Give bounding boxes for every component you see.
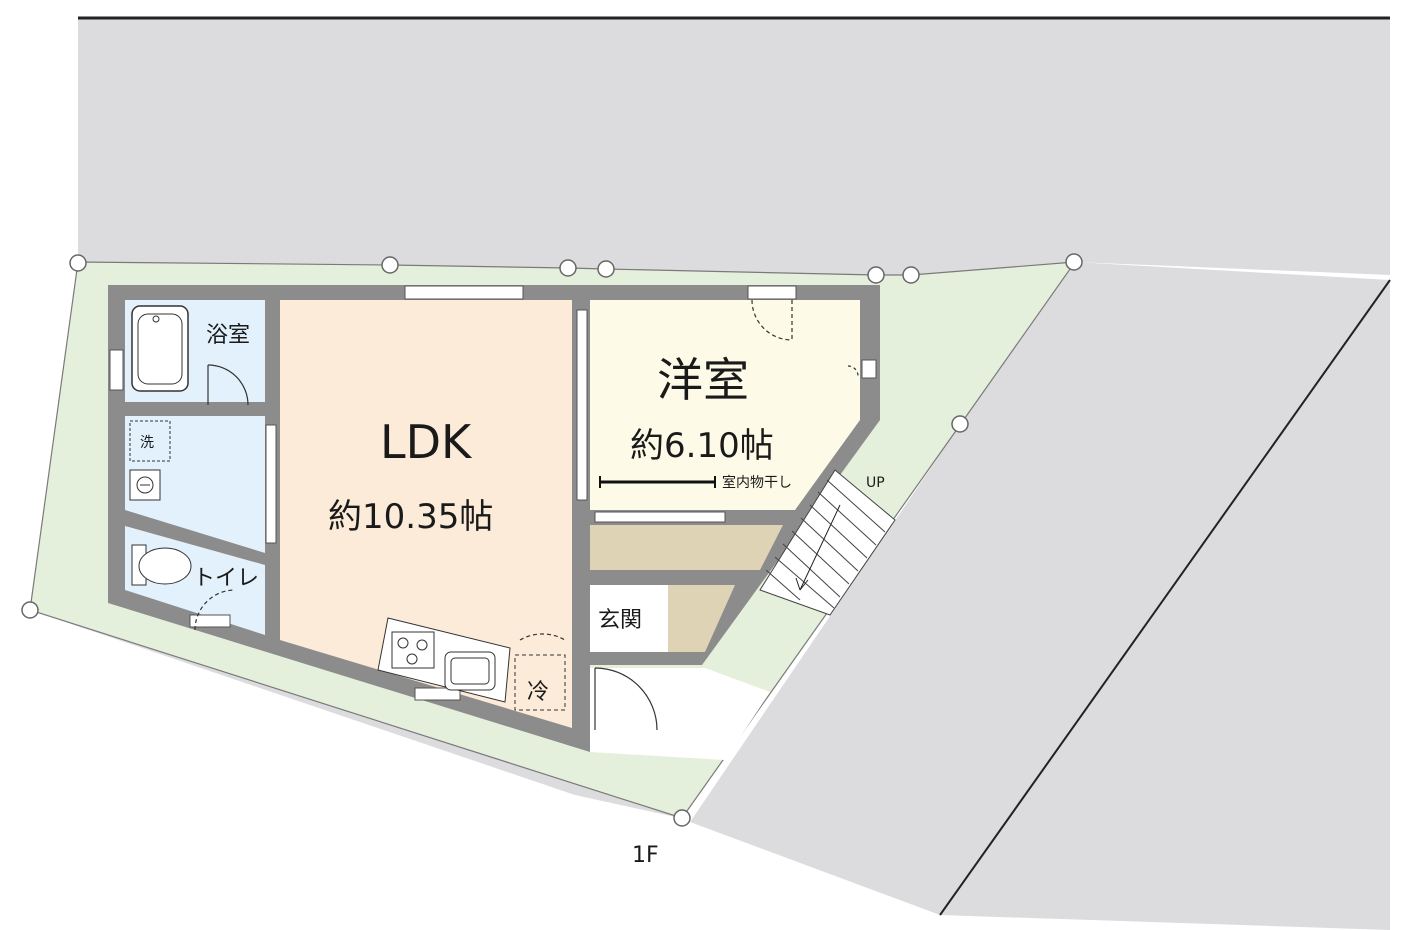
fridge-label: 冷 xyxy=(527,680,549,705)
ldk-room xyxy=(280,300,572,728)
staircase xyxy=(759,469,896,616)
drying-rod-label: 室内物干し xyxy=(722,474,792,491)
sink-icon xyxy=(444,651,496,691)
washer-label: 洗 xyxy=(140,435,154,451)
washroom xyxy=(125,416,265,553)
storage-closet-upper xyxy=(590,525,783,570)
porch xyxy=(590,668,770,760)
entrance-room xyxy=(590,585,668,652)
western-room xyxy=(590,300,860,510)
washer-spot xyxy=(129,420,171,462)
boundary-markers xyxy=(21,253,1083,827)
toilet-icon xyxy=(131,544,192,586)
bathtub xyxy=(131,305,189,392)
windows xyxy=(109,285,877,701)
entrance-name: 玄関 xyxy=(598,608,642,633)
ldk-area: 約10.35帖 xyxy=(328,497,493,537)
wash-basin-icon xyxy=(129,469,161,501)
floor-label: 1F xyxy=(632,843,659,868)
toilet-name: トイレ xyxy=(193,566,259,591)
door-swings xyxy=(194,299,859,731)
storage-closet-lower xyxy=(668,585,735,652)
kitchen-counter xyxy=(377,617,511,703)
ldk-name: LDK xyxy=(380,415,473,469)
western-room-name: 洋室 xyxy=(657,353,749,407)
bath-name: 浴室 xyxy=(206,323,250,348)
stairs-up-label: UP xyxy=(866,475,885,491)
fridge-spot xyxy=(514,654,566,711)
western-room-area: 約6.10帖 xyxy=(630,426,774,466)
stove-icon xyxy=(391,631,435,669)
